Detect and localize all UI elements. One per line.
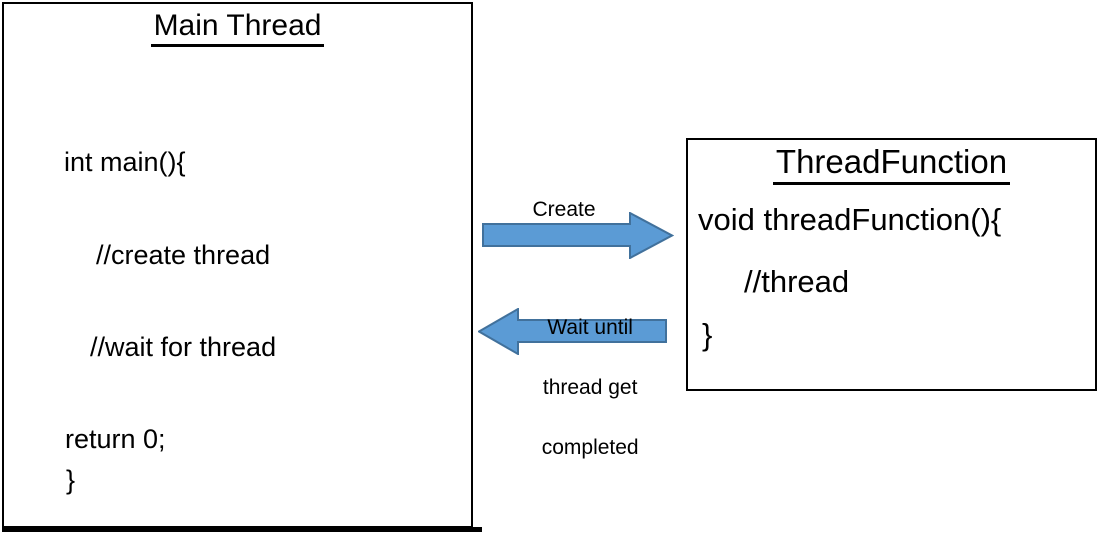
main-code-line: }	[66, 465, 76, 495]
wait-label-line-2: thread get	[542, 376, 638, 399]
main-code-line: //create thread	[96, 240, 271, 270]
create-arrow-shape	[482, 212, 674, 259]
wait-label-line-3: completed	[541, 436, 639, 459]
main-code-line: return 0;	[65, 424, 166, 454]
wait-arrow	[478, 308, 667, 355]
thread-function-box: ThreadFunction void threadFunction(){ //…	[686, 138, 1097, 391]
main-code-line: int main(){	[64, 147, 186, 177]
thread-function-title-text: ThreadFunction	[772, 143, 1011, 185]
wait-label-line-1: Wait until	[547, 316, 633, 339]
func-code-line: //thread	[744, 264, 850, 299]
main-thread-box: Main Thread int main(){ //create thread …	[2, 2, 473, 528]
create-arrow-label: Create	[532, 198, 596, 221]
create-arrow	[482, 212, 674, 259]
main-thread-box-bottom-border	[2, 527, 482, 532]
func-code-line: void threadFunction(){	[698, 202, 1002, 237]
thread-function-title: ThreadFunction	[688, 143, 1095, 185]
main-thread-title-text: Main Thread	[150, 9, 325, 47]
main-thread-title: Main Thread	[4, 9, 471, 47]
main-code-line: //wait for thread	[90, 332, 277, 362]
wait-arrow-shape	[478, 308, 667, 355]
func-code-line: }	[702, 317, 713, 352]
wait-arrow-label: Wait until thread get completed	[495, 283, 662, 493]
